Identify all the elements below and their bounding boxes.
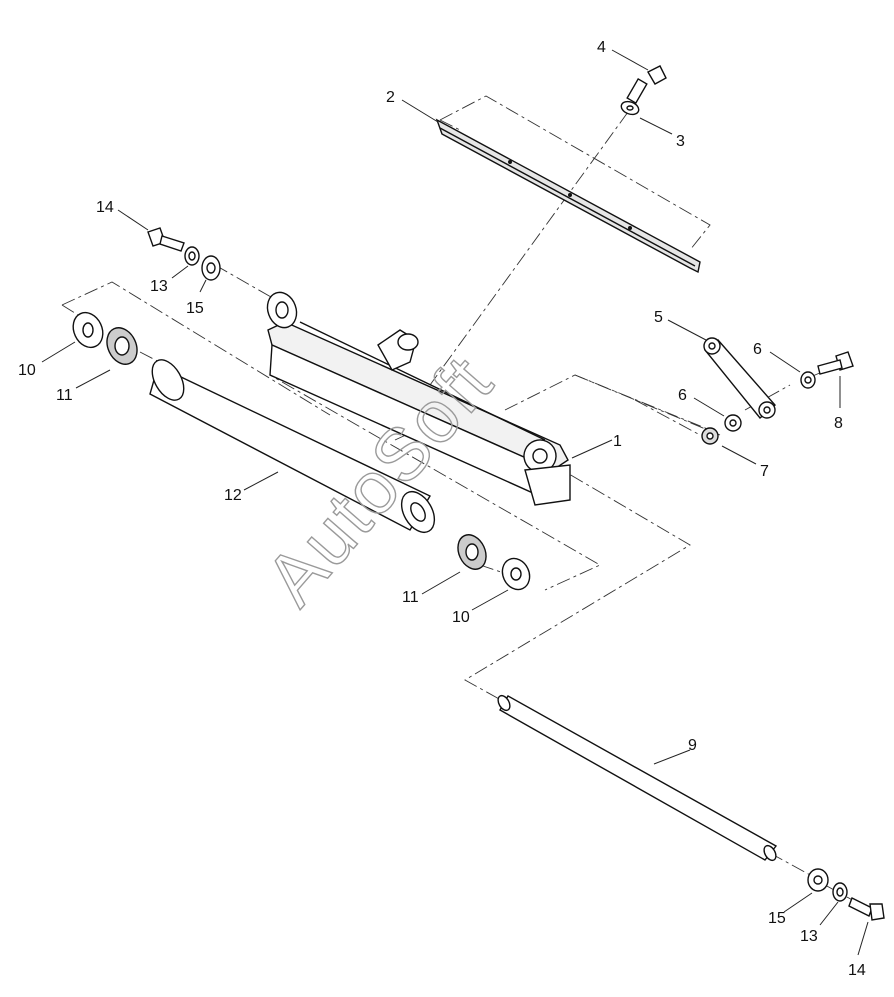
callout-7: 7	[760, 463, 769, 480]
callout-6-upper: 6	[753, 341, 762, 358]
callout-11-left: 11	[56, 387, 73, 404]
assembly-guide-lines	[61, 95, 859, 904]
washer-10-right-part	[501, 557, 531, 591]
callout-10-left: 10	[18, 362, 36, 379]
callout-11-right: 11	[402, 589, 419, 606]
washer-10-left-part	[72, 311, 104, 349]
washer-13-top-part	[184, 246, 200, 266]
callout-5: 5	[654, 309, 663, 326]
bolt-8-part	[817, 351, 854, 375]
bolt-14-bottom-part	[848, 897, 885, 921]
washer-6-upper-part	[800, 371, 816, 389]
callout-8: 8	[834, 415, 843, 432]
washer-13-bottom-part	[832, 882, 848, 902]
roller-12-part	[149, 359, 436, 533]
washer-3-part	[620, 100, 640, 116]
main-bar-part	[266, 291, 571, 506]
bolt-14-top-part	[147, 227, 185, 252]
callout-4: 4	[597, 39, 606, 56]
callout-14-bottom: 14	[848, 962, 866, 979]
knife-blade-part	[435, 118, 701, 274]
link-plate-5-part	[703, 337, 776, 420]
washer-15-top-part	[201, 255, 221, 281]
leader-lines	[41, 49, 869, 956]
callout-1: 1	[613, 433, 622, 450]
callout-15-top: 15	[186, 300, 204, 317]
callout-9: 9	[688, 737, 697, 754]
callout-10-right: 10	[452, 609, 470, 626]
callout-14-top: 14	[96, 199, 114, 216]
bolt-4-part	[626, 65, 667, 104]
callout-6-lower: 6	[678, 387, 687, 404]
bearing-11-right-part	[457, 534, 487, 570]
rod-9-part	[497, 694, 778, 862]
callout-3: 3	[676, 133, 685, 150]
washer-6-lower-part	[724, 414, 742, 432]
callout-13-bottom: 13	[800, 928, 818, 945]
callout-2: 2	[386, 89, 395, 106]
callout-labels: 1 2 3 4 5 6 6 7 8 9 10 10 11 11 12 13 13…	[18, 39, 866, 979]
bearing-11-left-part	[106, 327, 138, 365]
callout-15-bottom: 15	[768, 910, 786, 927]
callout-12: 12	[224, 487, 242, 504]
nut-7-part	[701, 427, 719, 445]
washer-15-bottom-part	[807, 868, 829, 892]
callout-13-top: 13	[150, 278, 168, 295]
